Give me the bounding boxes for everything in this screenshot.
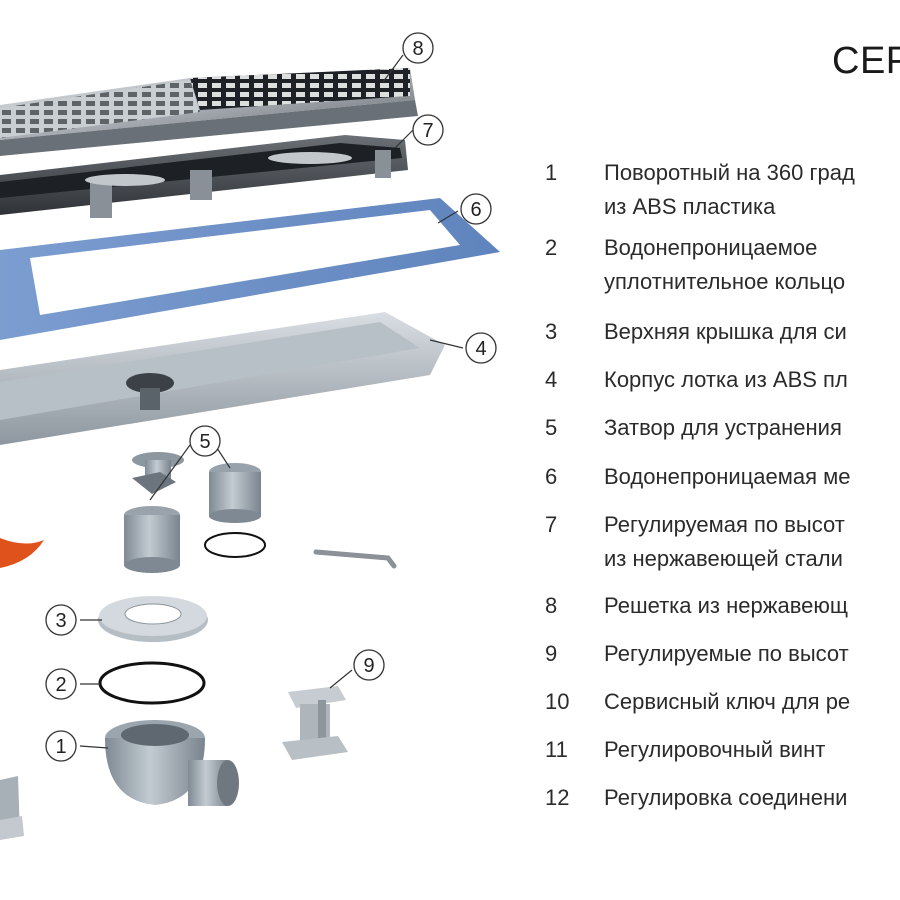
- callout-4: 4: [465, 332, 497, 364]
- part-membrane: [0, 198, 500, 340]
- part-frame: [0, 135, 408, 218]
- part-top-cover: [98, 596, 208, 642]
- callout-leaders: [79, 54, 464, 749]
- part-adjustable-foot: [282, 686, 348, 760]
- part-seal-ring: [98, 661, 206, 705]
- svg-text:8: 8: [412, 38, 423, 60]
- callout-1: 1: [45, 730, 77, 762]
- part-adjustable-foot-partial: [0, 776, 24, 840]
- svg-text:1: 1: [55, 736, 66, 758]
- part-siphon: [124, 452, 266, 573]
- svg-text:6: 6: [470, 199, 481, 221]
- callout-6: 6: [460, 193, 492, 225]
- callout-5: 5: [189, 425, 221, 457]
- part-body: [105, 720, 239, 806]
- svg-text:7: 7: [422, 120, 433, 142]
- part-service-key: [313, 549, 397, 569]
- svg-text:3: 3: [55, 610, 66, 632]
- part-tray: [0, 312, 445, 445]
- callout-2: 2: [45, 668, 77, 700]
- callout-9: 9: [353, 649, 385, 681]
- part-grate: [0, 68, 418, 156]
- svg-text:5: 5: [199, 431, 210, 453]
- part-spatula: [0, 538, 44, 568]
- svg-text:2: 2: [55, 674, 66, 696]
- svg-text:4: 4: [475, 338, 486, 360]
- callout-8: 8: [402, 32, 434, 64]
- callout-3: 3: [45, 604, 77, 636]
- svg-text:9: 9: [363, 655, 374, 677]
- callout-7: 7: [412, 114, 444, 146]
- page-title: СЕР: [832, 40, 900, 82]
